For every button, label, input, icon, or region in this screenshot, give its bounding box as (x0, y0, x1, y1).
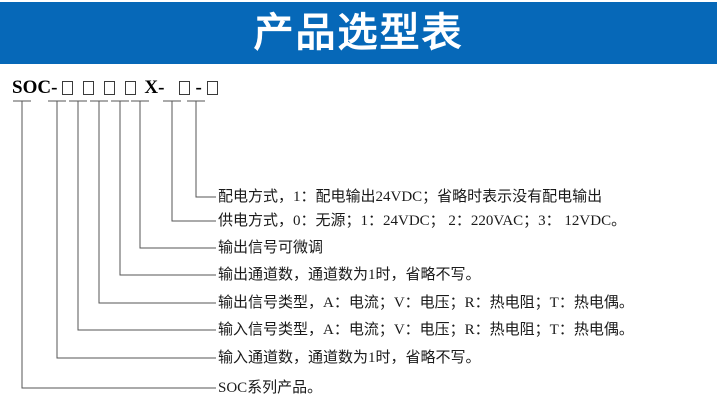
product-code-line: SOC- X- - (12, 76, 223, 100)
leader-path-6 (77, 101, 216, 331)
code-dash: - (195, 77, 202, 98)
legend-label-input-channel-count: 输入通道数，通道数为1时，省略不写。 (218, 350, 481, 366)
page-banner: 产品选型表 (0, 2, 717, 64)
legend-label-input-signal-type: 输入信号类型，A：电流；V：电压；R：热电阻；T：热电偶。 (218, 322, 634, 338)
leader-path-5 (98, 101, 216, 304)
legend-label-output-signal-trimmable: 输出信号可微调 (218, 240, 324, 256)
leader-path-2 (171, 101, 216, 222)
code-box-6 (206, 81, 218, 95)
code-box-1 (62, 81, 74, 95)
leader-path-4 (119, 101, 216, 276)
leader-path-7 (56, 101, 216, 359)
leader-path-8 (21, 101, 216, 389)
code-prefix: SOC- (12, 77, 58, 98)
code-box-4 (125, 81, 137, 95)
page-title: 产品选型表 (253, 10, 464, 56)
legend-label-output-channel-count: 输出通道数，通道数为1时，省略不写。 (218, 267, 481, 283)
legend-label-power-supply-mode: 供电方式，0：无源；1：24VDC； 2：220VAC；3： 12VDC。 (218, 213, 627, 229)
leader-path-1 (195, 101, 216, 198)
legend-label-output-signal-type: 输出信号类型，A：电流；V：电压；R：热电阻；T：热电偶。 (218, 295, 634, 311)
leader-path-3 (139, 101, 216, 249)
code-box-3 (104, 81, 116, 95)
legend-label-power-distribution-mode: 配电方式，1：配电输出24VDC；省略时表示没有配电输出 (218, 189, 603, 205)
code-box-5 (179, 81, 191, 95)
code-box-2 (83, 81, 95, 95)
code-middle-x: X- (144, 77, 165, 98)
legend-label-soc-series-product: SOC系列产品。 (218, 380, 323, 396)
